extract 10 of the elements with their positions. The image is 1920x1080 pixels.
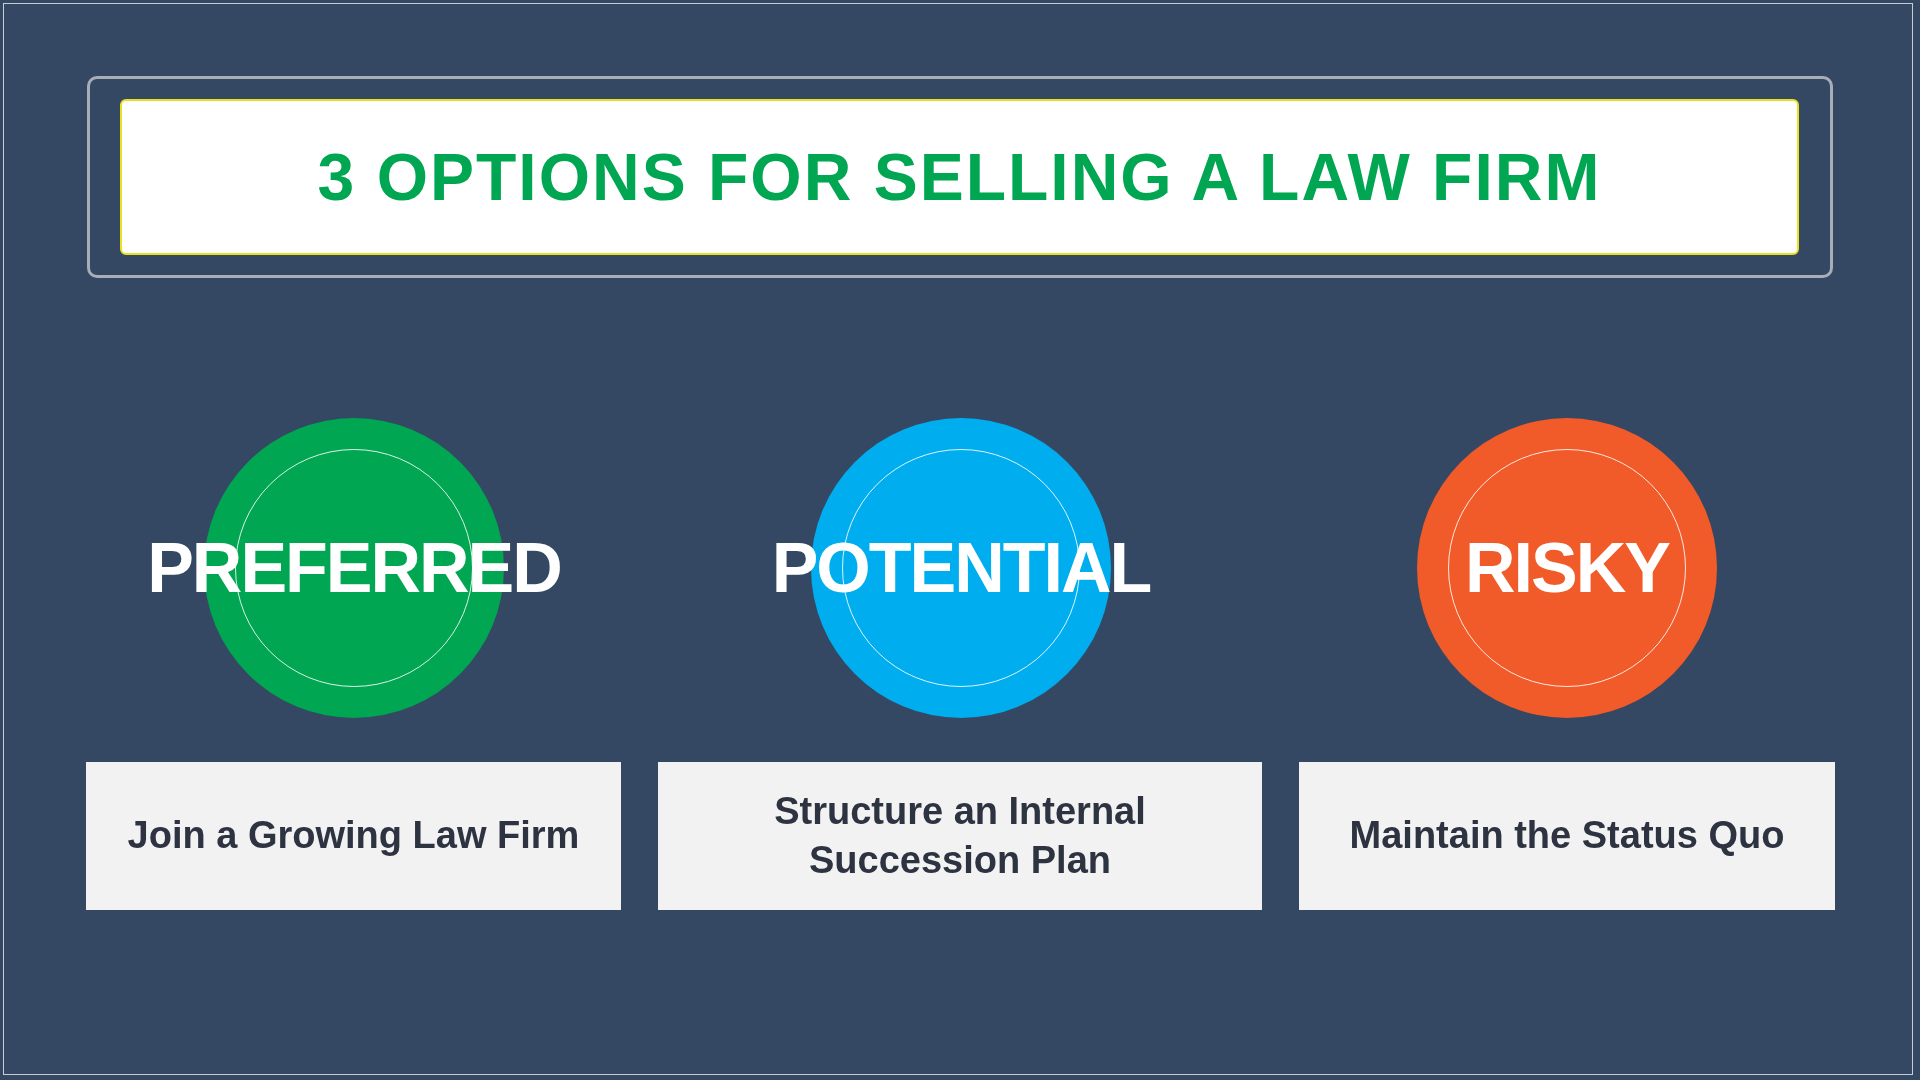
option-description: Join a Growing Law Firm [127,813,580,859]
option-rating: PREFERRED [147,528,561,608]
option-card [86,762,621,910]
option-card [1299,762,1835,910]
option-description: Structure an Internal Succession Plan [773,788,1147,883]
option-rating: RISKY [1465,528,1669,608]
option-rating: POTENTIAL [771,528,1151,608]
option-description: Maintain the Status Quo [1349,813,1785,859]
option-card [658,762,1262,910]
title: 3 OPTIONS FOR SELLING A LAW FIRM [317,139,1602,215]
